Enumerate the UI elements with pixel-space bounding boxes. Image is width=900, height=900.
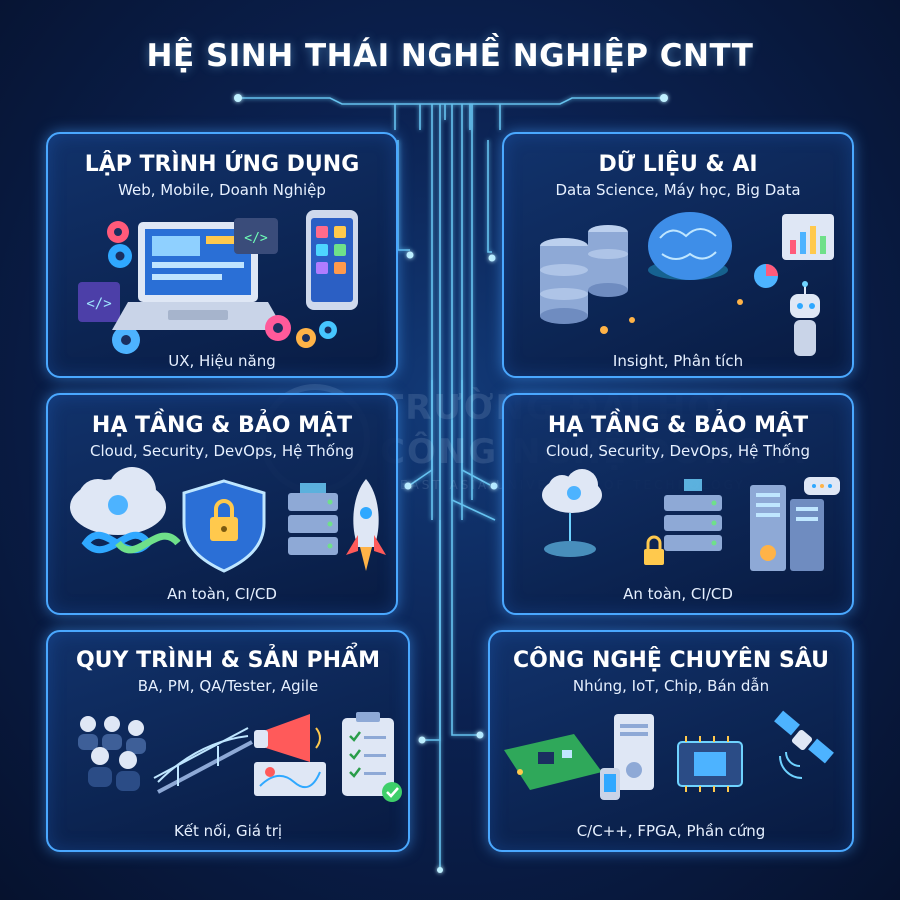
card-footer: UX, Hiệu năng bbox=[168, 352, 276, 370]
svg-text:</>: </> bbox=[244, 231, 268, 246]
card-title: QUY TRÌNH & SẢN PHẨM bbox=[75, 648, 380, 673]
checklist-icon bbox=[342, 712, 402, 802]
laptop-icon bbox=[112, 222, 284, 330]
chat-bubble-icon bbox=[804, 477, 840, 495]
cloud-infinity-icon bbox=[70, 467, 181, 554]
card-footer: An toàn, CI/CD bbox=[623, 585, 733, 603]
card-infra-security-right: HẠ TẦNG & BẢO MẬT Cloud, Security, DevOp… bbox=[502, 393, 854, 615]
server-rack-icon bbox=[664, 479, 722, 551]
card-deep-tech: CÔNG NGHỆ CHUYÊN SÂU Nhúng, IoT, Chip, B… bbox=[488, 630, 854, 852]
device-tower-icon bbox=[600, 714, 654, 800]
map-icon bbox=[254, 762, 326, 796]
gear-icon bbox=[112, 326, 140, 354]
card-data-ai: DỮ LIỆU & AI Data Science, Máy học, Big … bbox=[502, 132, 854, 378]
card-infra-security-left: HẠ TẦNG & BẢO MẬT Cloud, Security, DevOp… bbox=[46, 393, 398, 615]
card-subtitle: Data Science, Máy học, Big Data bbox=[555, 181, 801, 199]
card-title: HẠ TẦNG & BẢO MẬT bbox=[91, 413, 353, 438]
card-title: DỮ LIỆU & AI bbox=[598, 152, 758, 177]
code-tag-icon: </> bbox=[78, 282, 120, 322]
card-title: LẬP TRÌNH ỨNG DỤNG bbox=[84, 152, 360, 177]
deep-tech-illustration bbox=[504, 710, 834, 800]
chart-icon bbox=[782, 214, 834, 260]
bridge-icon bbox=[153, 727, 253, 794]
padlock-icon bbox=[644, 535, 664, 565]
card-title: CÔNG NGHỆ CHUYÊN SÂU bbox=[512, 648, 830, 673]
page-title: HỆ SINH THÁI NGHỀ NGHIỆP CNTT bbox=[146, 38, 754, 74]
card-footer: An toàn, CI/CD bbox=[167, 585, 277, 603]
card-subtitle: Nhúng, IoT, Chip, Bán dẫn bbox=[572, 677, 770, 695]
megaphone-icon bbox=[254, 714, 321, 762]
satellite-icon bbox=[774, 710, 834, 779]
app-dev-illustration: </> </> bbox=[78, 210, 358, 354]
smartphone-icon bbox=[306, 210, 358, 310]
team-icon bbox=[78, 716, 146, 791]
gear-icon bbox=[107, 221, 129, 243]
cloud-gear-icon bbox=[542, 469, 602, 557]
card-footer: Insight, Phân tích bbox=[612, 352, 744, 370]
rocket-icon bbox=[346, 479, 386, 571]
card-subtitle: Web, Mobile, Doanh Nghiệp bbox=[118, 181, 326, 199]
data-center-icon bbox=[750, 485, 824, 571]
card-footer: Kết nối, Giá trị bbox=[173, 822, 283, 840]
card-title: HẠ TẦNG & BẢO MẬT bbox=[547, 413, 809, 438]
database-icon bbox=[540, 238, 588, 324]
server-icon bbox=[288, 483, 338, 555]
card-subtitle: Cloud, Security, DevOps, Hệ Thống bbox=[89, 442, 354, 460]
card-app-dev: LẬP TRÌNH ỨNG DỤNG Web, Mobile, Doanh Ng… bbox=[46, 132, 398, 378]
database-icon bbox=[588, 225, 628, 297]
process-illustration bbox=[78, 712, 402, 802]
brain-icon bbox=[648, 212, 732, 280]
shield-lock-icon bbox=[182, 479, 266, 573]
pie-chart-icon bbox=[754, 264, 778, 288]
gear-icon bbox=[265, 315, 291, 341]
gear-icon bbox=[296, 328, 316, 348]
infra-left-illustration bbox=[70, 467, 386, 573]
circuit-board-icon bbox=[504, 734, 602, 790]
gear-icon bbox=[108, 244, 132, 268]
card-footer: C/C++, FPGA, Phần cứng bbox=[576, 822, 766, 840]
code-tag-icon: </> bbox=[234, 218, 278, 254]
robot-icon bbox=[790, 281, 820, 356]
card-subtitle: Cloud, Security, DevOps, Hệ Thống bbox=[545, 442, 810, 460]
data-ai-illustration bbox=[540, 212, 834, 356]
card-process-product: QUY TRÌNH & SẢN PHẨM BA, PM, QA/Tester, … bbox=[46, 630, 410, 852]
gear-icon bbox=[319, 321, 337, 339]
chip-icon bbox=[677, 736, 743, 792]
svg-text:</>: </> bbox=[86, 296, 111, 312]
infra-right-illustration bbox=[542, 469, 840, 571]
card-subtitle: BA, PM, QA/Tester, Agile bbox=[137, 677, 319, 695]
